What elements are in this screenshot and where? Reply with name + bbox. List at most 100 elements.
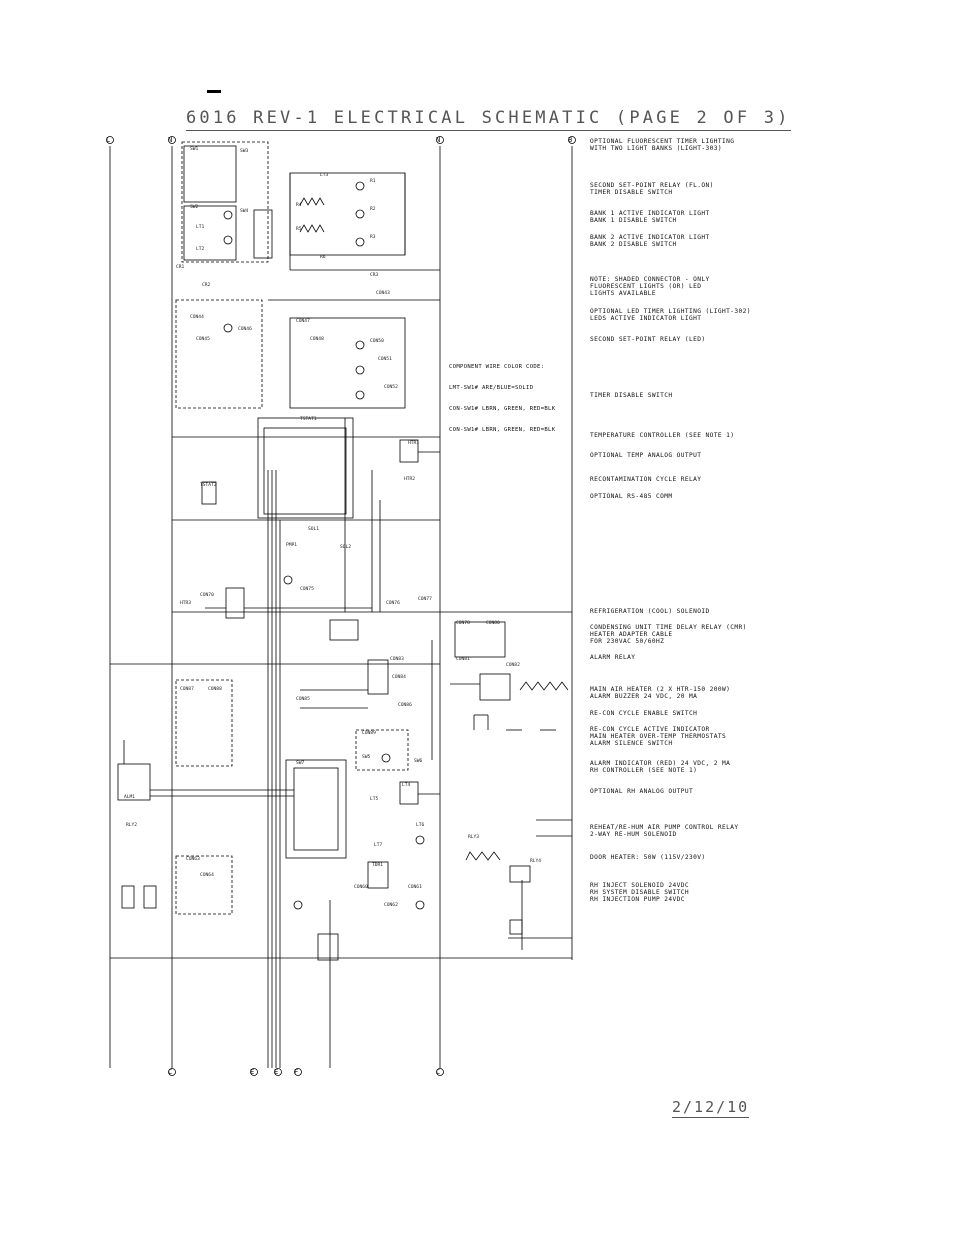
component-tag: RLY2 xyxy=(126,822,137,828)
note-temp-analog: OPTIONAL TEMP ANALOG OUTPUT xyxy=(590,452,702,459)
bus-label-bottom-4: F xyxy=(294,1068,299,1076)
component-tag: SOL2 xyxy=(340,544,351,550)
note-recon-relay: RECONTAMINATION CYCLE RELAY xyxy=(590,476,702,483)
component-tag: SW1 xyxy=(190,146,199,152)
component-tag: CON45 xyxy=(196,336,210,342)
component-tag: R1 xyxy=(370,178,376,184)
component-tag: CR3 xyxy=(370,272,379,278)
component-tag: LT3 xyxy=(320,172,329,178)
component-tag: CR1 xyxy=(176,264,185,270)
component-tag: CON63 xyxy=(186,856,200,862)
component-tag: CON70 xyxy=(200,592,214,598)
component-tag: LT6 xyxy=(416,822,425,828)
component-tag: CON48 xyxy=(310,336,324,342)
note-timer-disable: TIMER DISABLE SWITCH xyxy=(590,392,673,399)
bus-label-top-mid: N xyxy=(436,136,441,144)
component-tag: CON51 xyxy=(378,356,392,362)
note-rs485: OPTIONAL RS-485 COMM xyxy=(590,493,673,500)
component-tag: CON47 xyxy=(296,318,310,324)
bus-label-bottom-5: C xyxy=(436,1068,441,1076)
component-tag: LT5 xyxy=(370,796,379,802)
wire-color-note-line: LMT-SW1# ARE/BLUE=SOLID xyxy=(449,385,534,391)
note-temp-controller: TEMPERATURE CONTROLLER (SEE NOTE 1) xyxy=(590,432,735,439)
wire-color-note: COMPONENT WIRE COLOR CODE: LMT-SW1# ARE/… xyxy=(449,350,555,448)
component-tag: CON89 xyxy=(362,730,376,736)
revision-date: 2/12/10 xyxy=(672,1098,750,1118)
component-tag: HTR1 xyxy=(408,440,419,446)
note-recon-enable: RE-CON CYCLE ENABLE SWITCH xyxy=(590,710,698,717)
component-tag: CON87 xyxy=(180,686,194,692)
bus-label-bottom-1: C xyxy=(168,1068,173,1076)
component-tag: LT4 xyxy=(402,782,411,788)
component-tag: CON85 xyxy=(296,696,310,702)
component-tag: CON76 xyxy=(386,600,400,606)
page-mark xyxy=(207,90,221,93)
component-tag: CON88 xyxy=(208,686,222,692)
component-tag: CON77 xyxy=(418,596,432,602)
component-tag: CON44 xyxy=(190,314,204,320)
component-tag: LT2 xyxy=(196,246,205,252)
wire-color-note-line: COMPONENT WIRE COLOR CODE: xyxy=(449,364,545,370)
note-led-lighting: OPTIONAL LED TIMER LIGHTING (LIGHT-302)L… xyxy=(590,308,751,323)
component-tag: CON50 xyxy=(370,338,384,344)
component-tag: CON75 xyxy=(300,586,314,592)
component-tag: CON81 xyxy=(456,656,470,662)
component-tag: CON86 xyxy=(398,702,412,708)
component-tag: SW3 xyxy=(240,148,249,154)
bus-label-top-left: L xyxy=(106,136,111,144)
component-tag: R4 xyxy=(296,202,302,208)
component-tag: CON43 xyxy=(376,290,390,296)
component-tag: CON46 xyxy=(238,326,252,332)
wire-color-note-line: CON-SW1# LBRN, GREEN, RED=BLK xyxy=(449,406,556,412)
bus-label-top-mid-left: N xyxy=(168,136,173,144)
component-tag: SW4 xyxy=(240,208,249,214)
component-tag: CON60 xyxy=(354,884,368,890)
component-tag: CON52 xyxy=(384,384,398,390)
component-tag: ALM1 xyxy=(124,794,135,800)
component-tag: HTR2 xyxy=(404,476,415,482)
component-tag: CON84 xyxy=(392,674,406,680)
component-tag: R6 xyxy=(320,254,326,260)
component-tag: SW7 xyxy=(296,760,305,766)
component-tag: SW6 xyxy=(414,758,423,764)
component-tag: HTR3 xyxy=(180,600,191,606)
note-condensing-unit: CONDENSING UNIT TIME DELAY RELAY (CMR)HE… xyxy=(590,624,747,646)
component-tag: CON82 xyxy=(506,662,520,668)
note-cool-solenoid: REFRIGERATION (COOL) SOLENOID xyxy=(590,608,710,615)
component-tag: TDR1 xyxy=(372,862,383,868)
component-tag: TSTAT2 xyxy=(200,482,217,488)
page-title: 6016 REV-1 ELECTRICAL SCHEMATIC (PAGE 2 … xyxy=(186,108,791,131)
note-alarm-relay: ALARM RELAY xyxy=(590,654,636,661)
component-tag: TSTAT1 xyxy=(300,416,317,422)
component-tag: LT1 xyxy=(196,224,205,230)
component-tag: R3 xyxy=(370,234,376,240)
component-tag: SW2 xyxy=(190,204,199,210)
note-second-setpoint-led: SECOND SET-POINT RELAY (LED) xyxy=(590,336,706,343)
component-tag: R5 xyxy=(296,226,302,232)
bus-label-bottom-2: E xyxy=(250,1068,255,1076)
component-tag: CON80 xyxy=(486,620,500,626)
component-tag: SW5 xyxy=(362,754,371,760)
wire-color-note-line: CON-SW1# LBRN, GREEN, RED=BLK xyxy=(449,427,556,433)
note-second-setpoint-fl: SECOND SET-POINT RELAY (FL.ON)TIMER DISA… xyxy=(590,182,714,197)
component-tag: LT7 xyxy=(374,842,383,848)
component-tag: CON64 xyxy=(200,872,214,878)
component-tag: CON61 xyxy=(408,884,422,890)
component-tag: RLY3 xyxy=(468,834,479,840)
component-tag: R2 xyxy=(370,206,376,212)
component-tag: CON83 xyxy=(390,656,404,662)
component-tag: CON78 xyxy=(456,620,470,626)
component-tag: CON62 xyxy=(384,902,398,908)
component-tag: PMP1 xyxy=(286,542,297,548)
note-main-heater: MAIN AIR HEATER (2 X HTR-150 200W)ALARM … xyxy=(590,686,731,701)
note-rh-analog: OPTIONAL RH ANALOG OUTPUT xyxy=(590,788,694,795)
